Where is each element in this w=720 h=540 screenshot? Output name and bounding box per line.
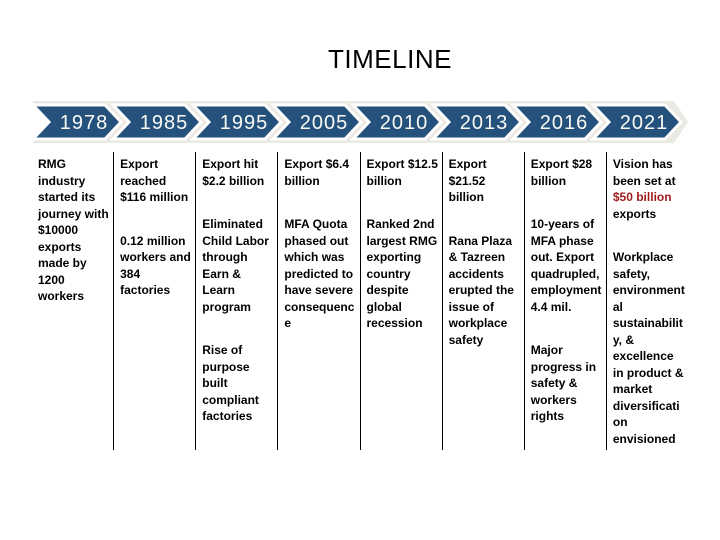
timeline-paragraph: 10-years of MFA phase out. Export quadru…	[531, 216, 603, 315]
text-run: Export hit $2.2 billion	[202, 157, 265, 188]
text-run: Export $21.52 billion	[448, 157, 487, 204]
timeline-column: Export $28 billion 10-years of MFA phase …	[523, 152, 606, 450]
timeline-column: Export reached $116 million 0.12 million …	[113, 152, 195, 450]
year-chevron	[269, 103, 364, 141]
text-run: RMG industry started its journey with $1…	[38, 157, 109, 303]
timeline-paragraph: Rana Plaza & Tazreen accidents erupted t…	[449, 233, 521, 349]
year-chevron	[29, 103, 124, 141]
year-label: 1995	[220, 112, 269, 134]
text-run: Export reached $116 million	[120, 157, 189, 204]
timeline-band: 1978 1985 1995 2005 2010 2013 2016 2021	[29, 101, 690, 143]
timeline-paragraph: Major progress in safety & workers right…	[531, 342, 603, 425]
text-run: Workplace safety, environmental sustaina…	[612, 250, 685, 446]
text-run: Rise of purpose built compliant factorie…	[202, 343, 259, 423]
accent-text-run: $50 billion	[612, 190, 672, 204]
year-chevron	[189, 103, 284, 141]
timeline-column: RMG industry started its journey with $1…	[32, 152, 113, 450]
timeline-paragraph: Vision has been set at $50 billion expor…	[613, 156, 685, 222]
text-run: Rana Plaza & Tazreen accidents erupted t…	[448, 233, 514, 347]
year-chevron	[589, 103, 684, 141]
year-chevron	[509, 103, 604, 141]
timeline-paragraph: RMG industry started its journey with $1…	[38, 156, 110, 305]
text-run: Ranked 2nd largest RMG exporting country…	[366, 217, 438, 330]
text-run: exports	[612, 206, 657, 221]
year-label: 2013	[460, 112, 509, 134]
timeline-paragraph: Export $21.52 billion	[449, 156, 521, 206]
timeline-paragraph: Export reached $116 million	[120, 156, 192, 206]
text-run: Major progress in safety & workers right…	[530, 343, 597, 423]
timeline-paragraph: Rise of purpose built compliant factorie…	[202, 342, 274, 425]
text-run: Vision has been set at	[612, 157, 676, 188]
timeline-chevron-strip: 1978 1985 1995 2005 2010 2013 2016 2021	[29, 101, 688, 143]
timeline-paragraph: Export hit $2.2 billion	[202, 156, 274, 189]
timeline-paragraph: Export $6.4 billion	[284, 156, 356, 189]
year-label: 2021	[620, 112, 669, 134]
timeline-paragraph: Ranked 2nd largest RMG exporting country…	[367, 216, 439, 332]
text-run: 10-years of MFA phase out. Export quadru…	[530, 217, 602, 314]
year-chevron	[349, 103, 444, 141]
timeline-paragraph: MFA Quota phased out which was predicted…	[284, 216, 356, 332]
year-label: 2016	[540, 112, 589, 134]
timeline-paragraph: 0.12 million workers and 384 factories	[120, 233, 192, 299]
year-chevron	[109, 103, 204, 141]
year-chevron	[429, 103, 524, 141]
text-run: Export $12.5 billion	[366, 157, 438, 188]
text-run: Eliminated Child Labor through Earn & Le…	[202, 217, 269, 314]
timeline-paragraph: Eliminated Child Labor through Earn & Le…	[202, 216, 274, 315]
year-label: 2005	[300, 112, 349, 134]
timeline-paragraph: Export $12.5 billion	[367, 156, 439, 189]
timeline-column: Vision has been set at $50 billion expor…	[605, 152, 688, 450]
text-run: 0.12 million workers and 384 factories	[120, 233, 191, 298]
year-label: 1985	[140, 112, 189, 134]
page-title: TIMELINE	[328, 44, 452, 74]
timeline-paragraph: Export $28 billion	[531, 156, 603, 189]
text-run: Export $28 billion	[530, 157, 593, 188]
text-run: Export $6.4 billion	[284, 157, 350, 188]
timeline-paragraph: Workplace safety, environmental sustaina…	[613, 249, 685, 447]
timeline-columns: RMG industry started its journey with $1…	[32, 152, 688, 450]
year-label: 1978	[60, 112, 109, 134]
text-run: MFA Quota phased out which was predicted…	[284, 217, 355, 330]
year-label: 2010	[380, 112, 429, 134]
